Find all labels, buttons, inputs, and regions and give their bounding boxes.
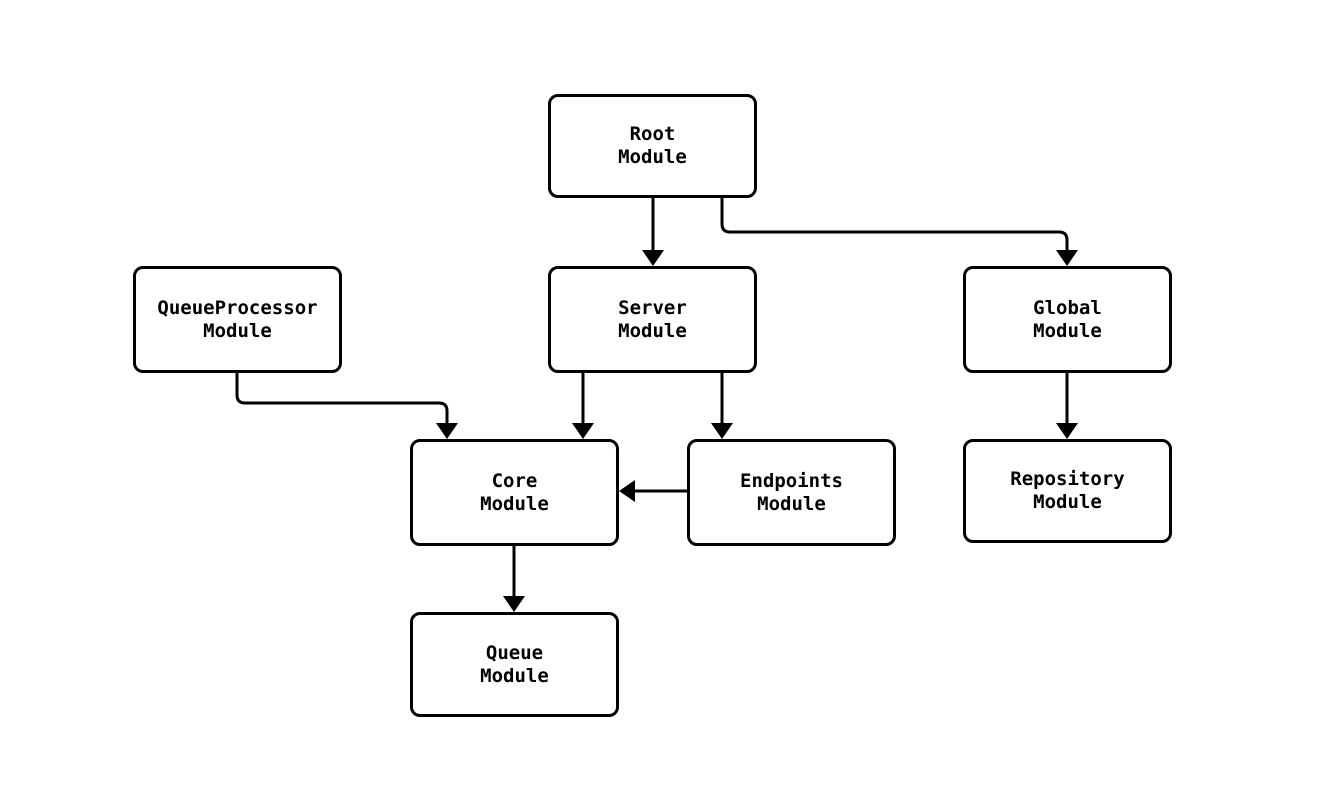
arrowhead-server-to-endpoints (711, 423, 733, 439)
arrowhead-root-to-global (1056, 250, 1078, 266)
node-server-module: Server Module (548, 266, 757, 373)
arrowhead-core-to-queue (503, 596, 525, 612)
arrowhead-server-to-core (572, 423, 594, 439)
edge-queueprocessor-to-core (235, 373, 449, 425)
node-queue-module: Queue Module (410, 612, 619, 717)
arrowhead-endpoints-to-core (619, 480, 635, 502)
node-core-module: Core Module (410, 439, 619, 546)
node-root-module: Root Module (548, 94, 757, 198)
arrowhead-queueprocessor-to-core (436, 423, 458, 439)
node-endpoints-module: Endpoints Module (687, 439, 896, 546)
edge-root-to-global (720, 198, 1069, 252)
node-global-module: Global Module (963, 266, 1172, 373)
arrowhead-root-to-server (642, 250, 664, 266)
node-queueprocessor-module: QueueProcessor Module (133, 266, 342, 373)
node-repository-module: Repository Module (963, 439, 1172, 543)
arrowhead-global-to-repository (1056, 423, 1078, 439)
